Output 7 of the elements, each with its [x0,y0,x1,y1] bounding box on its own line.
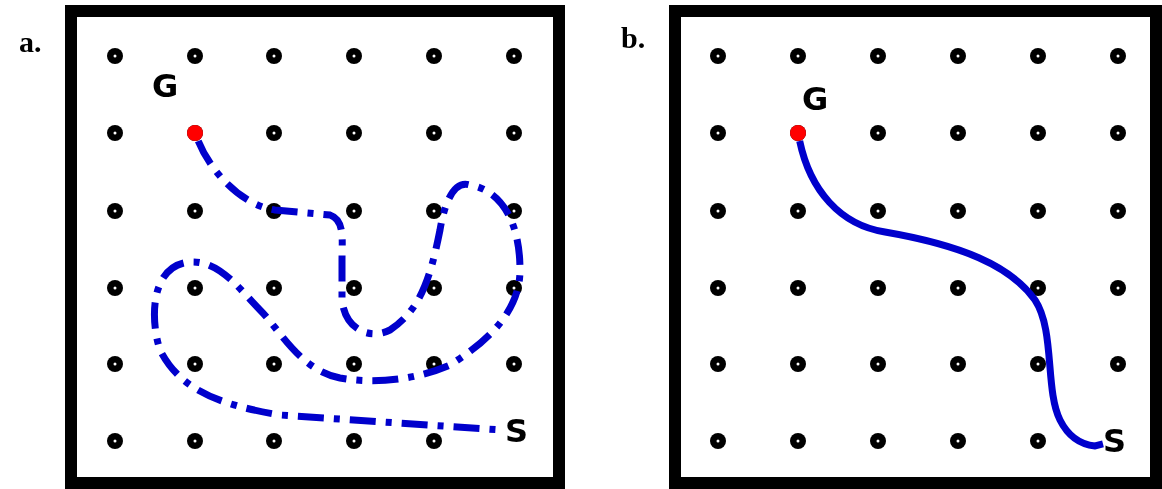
point-label: G [152,70,179,102]
point-label: S [1103,425,1127,457]
point-label: G [802,83,829,115]
path-line [151,139,524,434]
point-label: S [505,415,529,447]
panel-heading: a. [19,27,42,57]
panel-heading: b. [621,23,646,53]
